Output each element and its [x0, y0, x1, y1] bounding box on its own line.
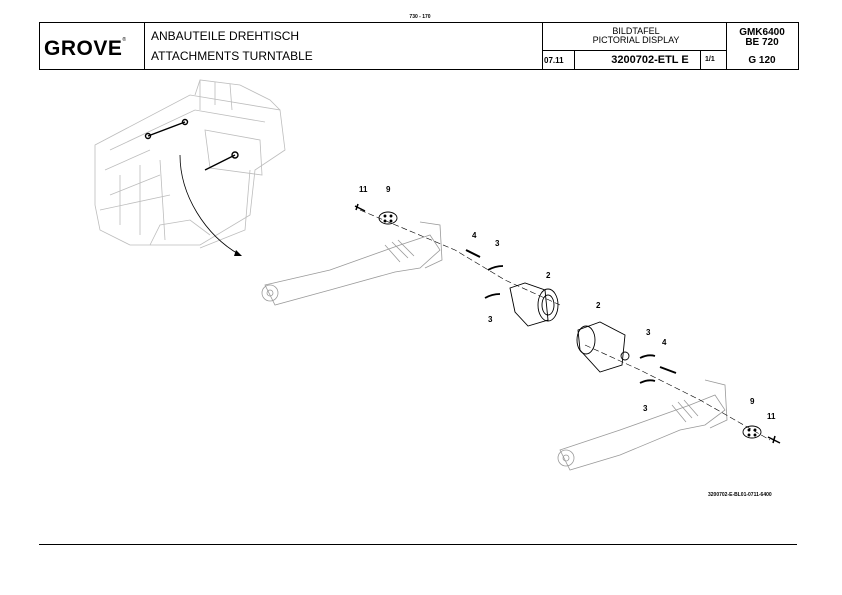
drawing-reference: 3200702-E-BL01-0711-6400: [708, 492, 772, 498]
callout-2-lower: 2: [596, 301, 601, 310]
upper-link-arm: [261, 221, 443, 306]
issue-date: 07.11: [544, 56, 564, 65]
logo-text: GROVE: [44, 37, 123, 60]
callout-3-upper-a: 3: [495, 239, 500, 248]
title-block: GROVE® ANBAUTEILE DREHTISCH ATTACHMENTS …: [39, 22, 799, 70]
model-name: GMK6400: [739, 27, 785, 38]
title-english: ATTACHMENTS TURNTABLE: [151, 49, 313, 63]
callout-numbers: 11 9 4 3 2 3 2 3 4 3 9 11: [359, 185, 776, 421]
callout-3-lower-a: 3: [646, 328, 651, 337]
callout-3-upper-b: 3: [488, 315, 493, 324]
turntable-overview-sketch: [94, 79, 286, 249]
callout-4-lower: 4: [662, 338, 667, 347]
display-label-en: PICTORIAL DISPLAY: [592, 35, 680, 45]
arrow-head-icon: [234, 250, 242, 256]
grove-logo: GROVE®: [44, 37, 127, 60]
callout-4-upper: 4: [472, 231, 477, 240]
document-number: 3200702-ETL E: [611, 54, 689, 66]
callout-2-upper: 2: [546, 271, 551, 280]
detail-arrow: [179, 154, 241, 256]
callout-3-lower-b: 3: [643, 404, 648, 413]
title-german: ANBAUTEILE DREHTISCH: [151, 29, 300, 43]
footer-rule: [39, 544, 797, 545]
page-number: 730 - 170: [409, 14, 431, 20]
callout-9-upper: 9: [386, 185, 391, 194]
display-label-de: BILDTAFEL: [612, 26, 660, 36]
overview-highlighted-parts: [144, 118, 239, 171]
sheet-count: 1/1: [705, 56, 715, 63]
pictorial-display-label: BILDTAFEL PICTORIAL DISPLAY: [546, 27, 726, 45]
callout-9-lower: 9: [750, 397, 755, 406]
callout-11-upper: 11: [359, 185, 368, 194]
parts: [354, 203, 781, 444]
assembly-centerlines: [359, 209, 771, 441]
lower-link-arm: [557, 379, 728, 471]
model-block: GMK6400 BE 720 G 120: [726, 28, 798, 66]
callout-11-lower: 11: [767, 412, 776, 421]
model-g: G 120: [748, 55, 776, 66]
model-be: BE 720: [745, 37, 779, 48]
